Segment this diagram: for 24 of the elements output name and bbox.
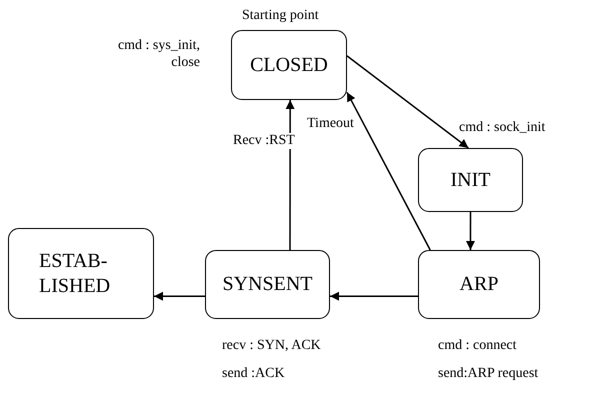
transition-arrow: [466, 212, 475, 250]
state-name: INIT: [450, 168, 490, 192]
state-name: ARP: [460, 272, 498, 297]
state-box: [418, 148, 523, 212]
state-note: recv : SYN, ACK: [222, 338, 321, 355]
state-box: [205, 250, 330, 319]
state-name: ESTAB-LISHED: [39, 248, 112, 298]
state-note: cmd : connect: [438, 338, 517, 355]
state-box: [418, 250, 540, 319]
transition-arrow: [154, 292, 205, 301]
state-note: send:ARP request: [438, 366, 538, 383]
state-name: SYNSENT: [222, 272, 312, 297]
state-box: [8, 228, 154, 319]
transition-arrow: [286, 100, 295, 250]
edge-label: cmd : sock_init: [458, 120, 546, 136]
state-note: cmd : sys_init, close: [116, 38, 200, 72]
state-box: [231, 30, 347, 100]
state-name: CLOSED: [250, 52, 328, 78]
state-note: send :ACK: [222, 366, 285, 383]
transition-arrow: [330, 292, 418, 301]
transition-arrow: [346, 92, 431, 250]
edge-label: Recv :RST: [232, 133, 296, 149]
state-note: Starting point: [242, 8, 319, 25]
transition-arrow: [346, 55, 469, 149]
